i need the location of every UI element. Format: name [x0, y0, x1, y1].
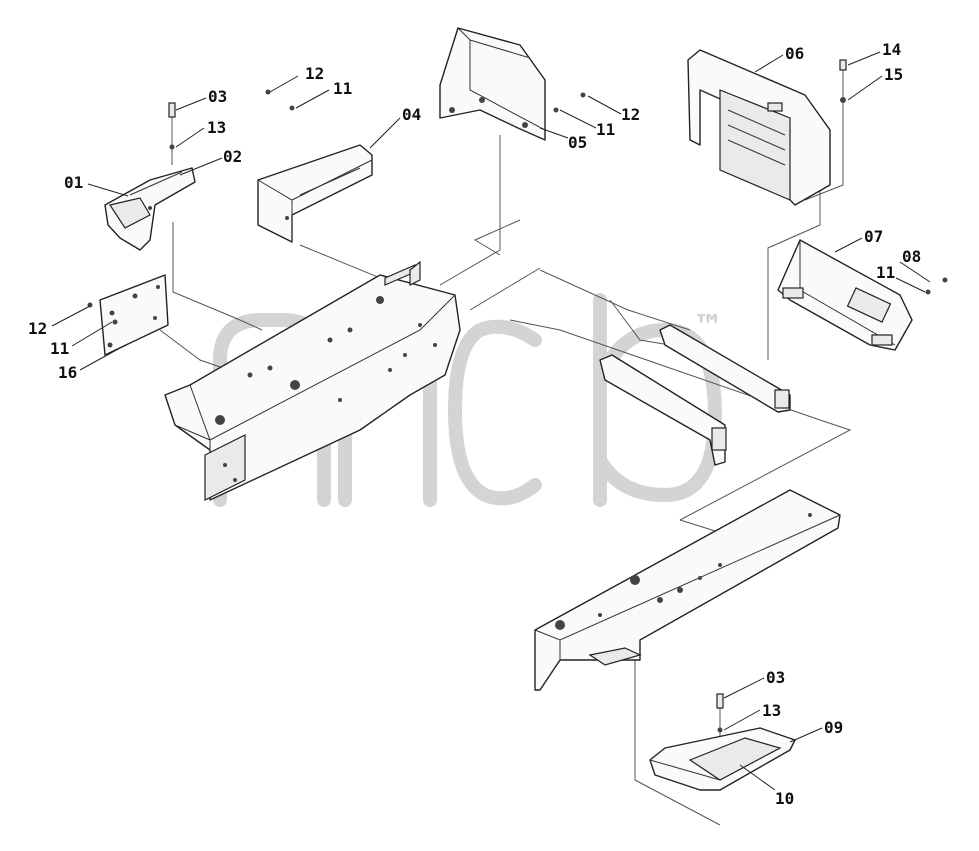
label-01: 01	[64, 173, 83, 192]
label-08: 08	[902, 247, 921, 266]
label-13-top: 13	[207, 118, 226, 137]
main-chassis-frame	[164, 260, 461, 501]
label-14: 14	[882, 40, 901, 59]
rear-bracket	[777, 239, 913, 351]
label-09: 09	[824, 718, 843, 737]
label-13-bottom: 13	[762, 701, 781, 720]
top-shroud	[439, 27, 546, 141]
trademark-symbol: ™	[693, 309, 723, 344]
label-16: 16	[58, 363, 77, 382]
lower-base-frame	[534, 489, 841, 691]
label-04: 04	[402, 105, 421, 124]
label-11-rear: 11	[876, 263, 895, 282]
battery-box	[257, 144, 373, 243]
lower-bracket	[649, 727, 796, 791]
leader-lines	[51, 51, 931, 791]
label-11-box: 11	[333, 79, 352, 98]
label-11-plate: 11	[50, 339, 69, 358]
label-03-bottom: 03	[766, 668, 785, 687]
label-03-top: 03	[208, 87, 227, 106]
label-05: 05	[568, 133, 587, 152]
cover-plate	[99, 274, 169, 356]
label-10: 10	[775, 789, 794, 808]
label-12-plate: 12	[28, 319, 47, 338]
front-bracket	[104, 167, 196, 251]
cross-member-upper	[659, 324, 791, 413]
label-12-shroud: 12	[621, 105, 640, 124]
cross-member-lower	[599, 354, 727, 466]
label-06: 06	[785, 44, 804, 63]
part-labels: 01 02 03 13 12 11 04 05 11 12 06 14 15 0…	[28, 40, 921, 808]
label-15: 15	[884, 65, 903, 84]
label-12-box: 12	[305, 64, 324, 83]
label-07: 07	[864, 227, 883, 246]
label-11-shroud: 11	[596, 120, 615, 139]
label-02: 02	[223, 147, 242, 166]
grille-frame	[687, 49, 831, 206]
